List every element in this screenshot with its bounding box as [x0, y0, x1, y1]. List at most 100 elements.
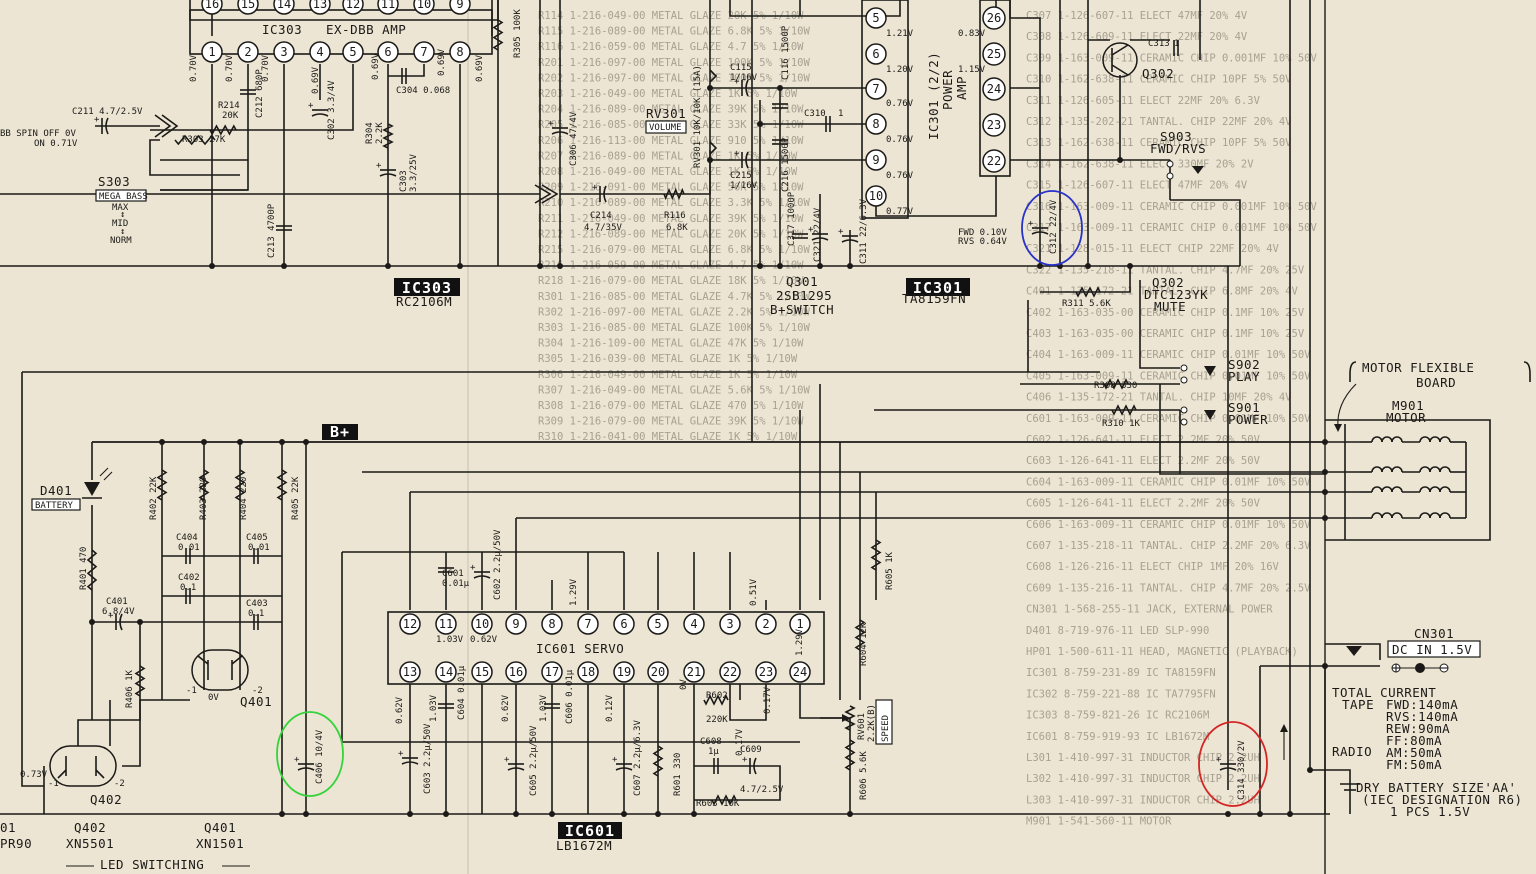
c317-label: C317 1000P — [787, 191, 797, 246]
ic-pin-number: 22 — [723, 665, 737, 679]
ghost-line: R204 1-216-089-00 METAL GLAZE 39K 5% 1/1… — [538, 104, 804, 116]
ic-pin — [865, 185, 887, 207]
ic-pin — [683, 613, 705, 635]
ic-pin — [201, 41, 223, 63]
q402-ref: Q402 — [90, 792, 122, 807]
ghost-line: R309 1-216-079-00 METAL GLAZE 39K 5% 1/1… — [538, 416, 804, 428]
plus-sign: + — [108, 611, 114, 621]
q302-top-label: Q302 — [1142, 66, 1174, 81]
motor-flex-title2: BOARD — [1416, 375, 1456, 390]
q402-bottom-ref: Q402 — [74, 820, 106, 835]
ic-pin — [982, 113, 1006, 137]
plus-sign: + — [548, 119, 554, 129]
ic-pin — [505, 661, 527, 683]
resistor-symbol — [711, 794, 737, 806]
ghost-line: C607 1-135-218-11 TANTAL. CHIP 2.2MF 20%… — [1026, 540, 1311, 552]
motor-flexible-board: MOTOR FLEXIBLE BOARD M901 MOTOR — [1334, 360, 1531, 519]
ic-pin — [613, 613, 635, 635]
ghost-line: C605 1-126-641-11 ELECT 2.2MF 20% 50V — [1026, 498, 1261, 510]
ic-pin-number: 9 — [456, 0, 463, 11]
ghost-line: R303 1-216-085-00 METAL GLAZE 100K 5% 1/… — [538, 322, 811, 334]
r304-value: 2.2K — [375, 122, 385, 144]
ic-pin-number: 17 — [545, 665, 559, 679]
svg-text:↕: ↕ — [120, 227, 125, 237]
ic-pin — [982, 149, 1006, 173]
ghost-line: C603 1-126-641-11 ELECT 2.2MF 20% 50V — [1026, 455, 1261, 467]
ghost-line: C606 1-163-009-11 CERAMIC CHIP 0.01MF 10… — [1026, 519, 1311, 531]
c211-label: C211 4.7/2.5V — [72, 107, 143, 117]
ghost-line: C313 1-162-638-11 CERAMIC CHIP 10PF 5% 5… — [1026, 137, 1292, 149]
q302-part: DTC123YK — [1144, 287, 1208, 302]
ic-pin — [237, 0, 259, 15]
svg-text:↕: ↕ — [120, 210, 125, 220]
ghost-line: R307 1-216-049-00 METAL GLAZE 5.6K 5% 1/… — [538, 384, 811, 396]
plus-sign: + — [734, 77, 740, 87]
resistor-symbol — [134, 665, 146, 697]
resistor-symbol — [663, 187, 685, 201]
plus-sign: + — [734, 149, 740, 159]
ic301-func2: POWER — [940, 70, 955, 110]
ghost-line: R203 1-216-049-00 METAL GLAZE 1K 5% 1/10… — [538, 88, 798, 100]
ic-pin — [273, 41, 295, 63]
c405-value: 0.01 — [248, 543, 270, 553]
ic303-voltage: 0.69V — [311, 66, 321, 94]
c405-label: C405 — [246, 533, 268, 543]
q402-pin1: -1 — [48, 779, 59, 789]
led-switching-label: LED SWITCHING — [100, 857, 204, 872]
s901-switch: S901 POWER — [1180, 400, 1268, 427]
s903-switch: S903 FWD/RVS — [1150, 129, 1206, 180]
ghost-line: C602 1-126-641-11 ELECT 2.2MF 20% 50V — [1026, 434, 1261, 446]
ghost-line: R302 1-216-097-00 METAL GLAZE 2.2K 5% 1/… — [538, 306, 811, 318]
d401-battery: BATTERY — [35, 501, 74, 511]
ic-pin-number: 4 — [690, 617, 697, 631]
ghost-line: C404 1-163-009-11 CERAMIC CHIP 0.01MF 10… — [1026, 349, 1311, 361]
ghost-line: L303 1-410-997-31 INDUCTOR CHIP 2.2UH — [1026, 794, 1260, 806]
ic-pin-number: 21 — [687, 665, 701, 679]
c216-label: C216 1500P — [781, 137, 791, 192]
ghost-line: C315 1-126-607-11 ELECT 47MF 20% 4V — [1026, 180, 1248, 192]
ic-pin — [865, 149, 887, 171]
plus-sign: + — [742, 755, 748, 765]
resistor-symbol — [870, 539, 882, 571]
voltage: 1.20V — [886, 65, 914, 75]
rv301-ref: RV301 — [646, 106, 686, 121]
ghost-line: C311 1-126-605-11 ELECT 22MF 20% 6.3V — [1026, 95, 1261, 107]
cn301-ref: CN301 — [1414, 626, 1454, 641]
ghost-line: C601 1-163-009-11 CERAMIC CHIP 0.01MF 10… — [1026, 413, 1311, 425]
plus-sign: + — [504, 755, 510, 765]
ghost-line: R201 1-216-097-00 METAL GLAZE 100K 5% 1/… — [538, 57, 811, 69]
ic-pin — [865, 78, 887, 100]
resistor-symbol — [209, 124, 237, 136]
c601-value: 0.01μ — [442, 579, 470, 589]
voltage: 1.15V — [958, 65, 986, 75]
ghost-line: L301 1-410-997-31 INDUCTOR CHIP 2.2UH — [1026, 752, 1260, 764]
c601-label: C601 — [442, 569, 464, 579]
ic-pin-number: 9 — [872, 153, 879, 167]
voltage: 0.76V — [886, 135, 914, 145]
c213-label: C213 4700P — [267, 203, 277, 258]
ic-pin-number: 16 — [205, 0, 219, 11]
ic-pin-number: 5 — [872, 11, 879, 25]
ic-pin — [449, 41, 471, 63]
ghost-line: C403 1-163-035-00 CERAMIC CHIP 0.1MF 10%… — [1026, 328, 1305, 340]
c608-label: C608 — [700, 737, 722, 747]
c313-label: C313 — [1148, 39, 1170, 49]
ic601-voltage: 1.03V — [539, 694, 549, 722]
ic-pin — [982, 42, 1006, 66]
q401-ref: Q401 — [240, 694, 272, 709]
ic-pin — [982, 77, 1006, 101]
resistor-symbol — [174, 134, 216, 146]
c302-label: C302 3.3/4V — [327, 80, 337, 140]
q401-bottom-ref: Q401 — [204, 820, 236, 835]
ghost-line: C321 1-128-015-11 ELECT CHIP 22MF 20% 4V — [1026, 243, 1280, 255]
resistor-symbol — [234, 469, 246, 501]
ic-pin-number: 6 — [872, 47, 879, 61]
c306-label: C306 47/4V — [569, 111, 579, 166]
r603-label: R603 10K — [696, 799, 740, 809]
ghost-line: R212 1-216-089-00 METAL GLAZE 20K 5% 1/1… — [538, 228, 804, 240]
ic-pin-number: 9 — [512, 617, 519, 631]
ic601-badge: IC601 — [565, 822, 615, 840]
ic-pin-number: 18 — [581, 665, 595, 679]
ic-pin-number: 10 — [869, 189, 883, 203]
